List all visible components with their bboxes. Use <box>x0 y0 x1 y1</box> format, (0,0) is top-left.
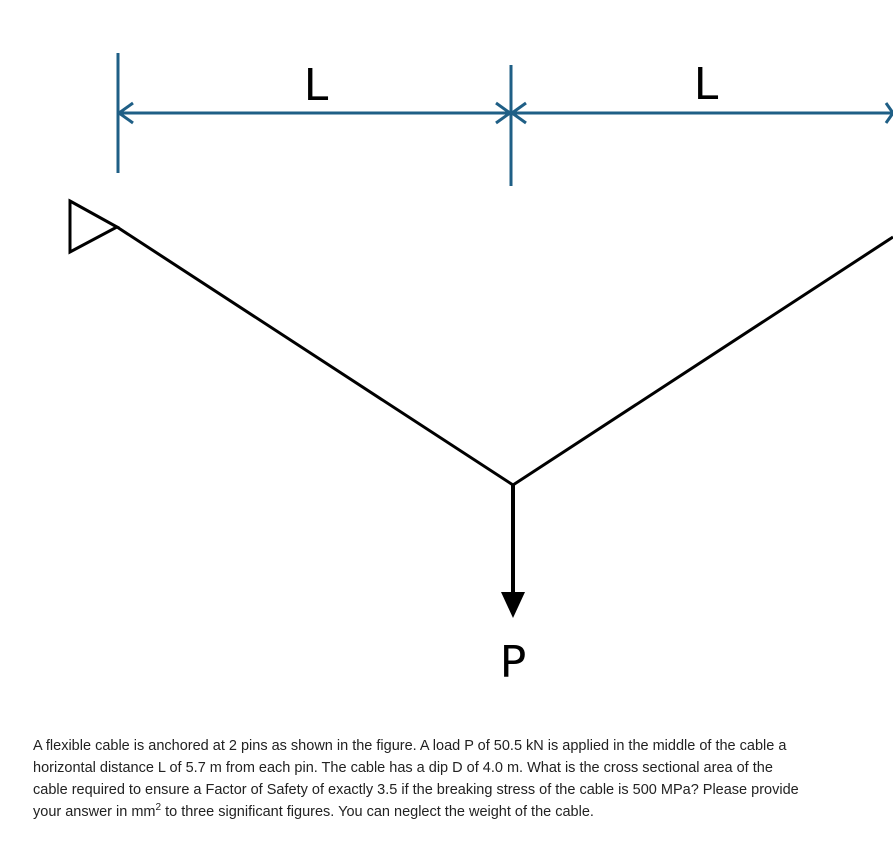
dimension-lines <box>116 53 893 186</box>
cable-diagram: L L P <box>68 53 893 688</box>
load-label: P <box>500 637 527 688</box>
load-arrowhead-icon <box>501 592 525 618</box>
problem-statement: A flexible cable is anchored at 2 pins a… <box>33 735 803 823</box>
arrowhead-mid-right <box>509 101 527 125</box>
problem-text-end: to three significant figures. You can ne… <box>161 804 594 820</box>
arrowhead-right <box>884 102 893 124</box>
pin-support-icon <box>68 198 121 255</box>
cable <box>116 225 893 487</box>
problem-text: A flexible cable is anchored at 2 pins a… <box>33 738 799 820</box>
arrowhead-left <box>116 101 134 125</box>
span-label-left: L <box>304 60 329 111</box>
unit-superscript: 2 <box>155 802 162 814</box>
span-label-right: L <box>694 59 719 110</box>
